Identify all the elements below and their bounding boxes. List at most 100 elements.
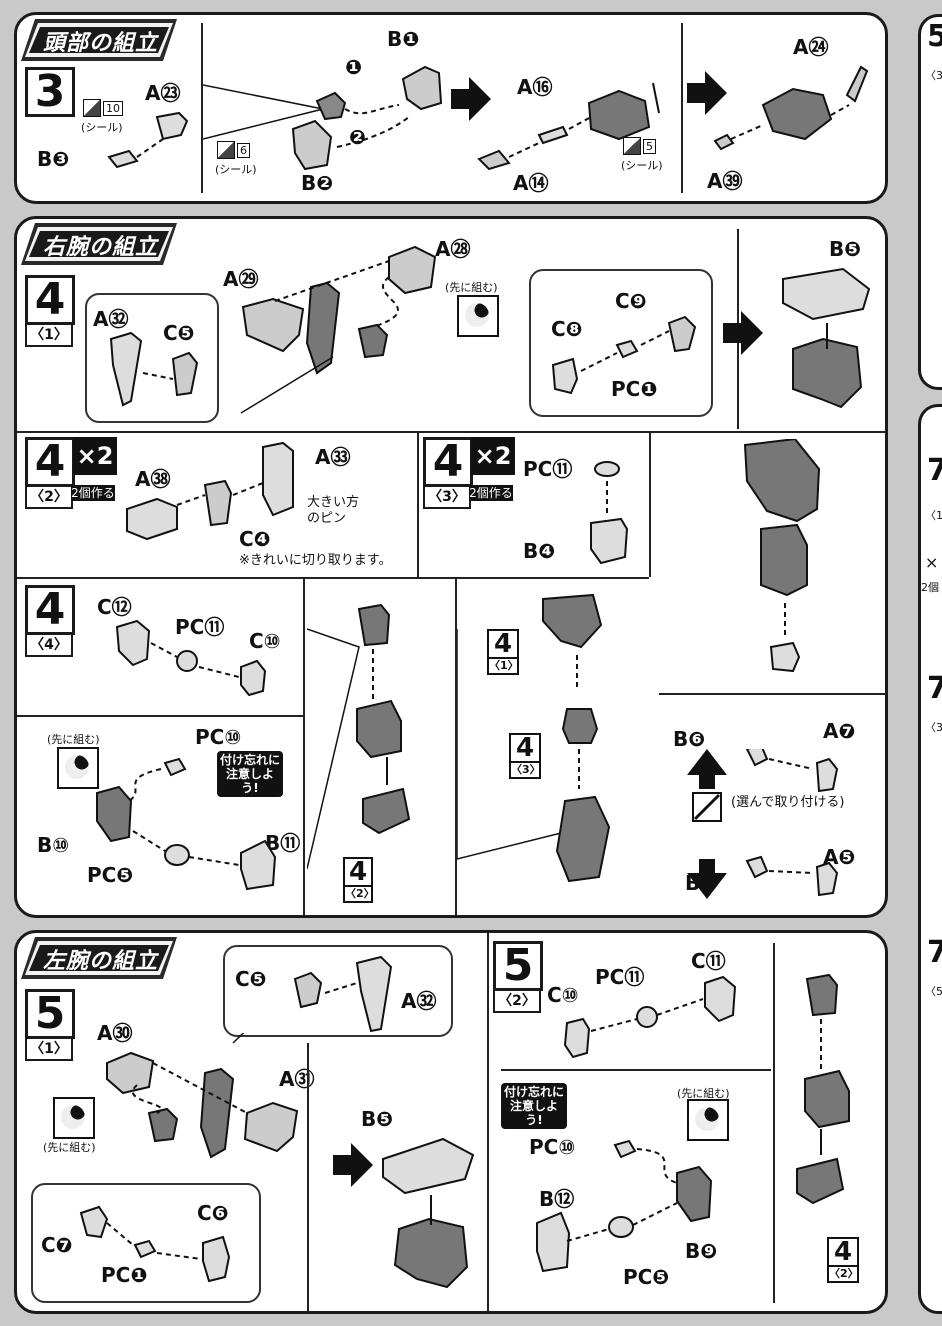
assemble-first-icon bbox=[687, 1099, 729, 1141]
right-arm-part-drawing-4 bbox=[782, 267, 871, 409]
part-label-c11: C⑪ bbox=[691, 949, 726, 973]
make-two-badge: ×2 bbox=[73, 437, 117, 475]
part-label-a23: A㉓ bbox=[145, 81, 181, 105]
callout-a32-c5 bbox=[85, 293, 219, 423]
reference-4-3: 4〈3〉 bbox=[509, 733, 541, 779]
sub-step-2: 〈2〉 bbox=[25, 485, 73, 509]
step-number-5-1: 5 bbox=[25, 989, 75, 1039]
sticker-number: 6 bbox=[237, 142, 250, 158]
part-label-c10: C⑩ bbox=[547, 983, 579, 1007]
part-label-c5: C❺ bbox=[235, 967, 267, 991]
left-arm-part-drawing-3 bbox=[79, 1205, 231, 1283]
part-label-pc1: PC❶ bbox=[611, 377, 658, 401]
part-label-pc5: PC❺ bbox=[87, 863, 134, 887]
part-label-b4: B❹ bbox=[523, 539, 556, 563]
right-arm-assembly-panel: 右腕の組立 4 〈1〉 A㉜ C❺ A㉙ A㉘ (先に組む) C❾ C❽ PC❶… bbox=[14, 216, 888, 918]
divider bbox=[17, 577, 649, 579]
reference-step: 4 bbox=[511, 735, 539, 763]
left-arm-part-drawing-5 bbox=[563, 975, 737, 1059]
head-assembly-panel: 頭部の組立 3 10 (シール) A㉓ B❸ B❶ ❶ ❷ B❷ 6 (シール)… bbox=[14, 12, 888, 204]
left-arm-title: 左腕の組立 bbox=[43, 949, 159, 974]
step-number-4-3: 4 bbox=[423, 437, 473, 487]
part-label-a39: A㊴ bbox=[707, 169, 743, 193]
part-label-a24: A㉔ bbox=[793, 35, 829, 59]
right-arm-title: 右腕の組立 bbox=[43, 235, 159, 260]
part-label-c9: C❾ bbox=[615, 289, 647, 313]
cut-make-two: 2個 bbox=[921, 581, 939, 594]
cut-step-number: 5 bbox=[927, 19, 942, 54]
part-label-a29: A㉙ bbox=[223, 267, 259, 291]
right-arm-part-drawing-6 bbox=[590, 461, 629, 565]
assembly-order-1: ❶ bbox=[345, 55, 362, 79]
next-page-strip-top: 5 〈3 bbox=[918, 14, 942, 390]
part-label-a16: A⑯ bbox=[517, 75, 553, 99]
divider bbox=[17, 431, 885, 433]
assemble-first-note: (先に組む) bbox=[677, 1087, 730, 1100]
part-label-pc10: PC⑩ bbox=[529, 1135, 576, 1159]
cut-sub-step: 〈3 bbox=[925, 69, 942, 82]
divider bbox=[303, 577, 305, 915]
part-label-b5: B❺ bbox=[361, 1107, 394, 1131]
part-label-c7: C❼ bbox=[41, 1233, 73, 1257]
part-label-a30: A㉚ bbox=[97, 1021, 133, 1045]
right-arm-part-drawing-10 bbox=[307, 603, 411, 870]
part-label-b5: B❺ bbox=[829, 237, 862, 261]
part-label-a32: A㉜ bbox=[401, 989, 437, 1013]
part-label-b3: B❸ bbox=[37, 147, 70, 171]
assemble-first-icon bbox=[53, 1097, 95, 1139]
divider bbox=[487, 933, 489, 1311]
reference-step: 4 bbox=[829, 1239, 857, 1267]
next-step-arrow bbox=[451, 77, 491, 121]
part-label-a38: A㊳ bbox=[135, 467, 171, 491]
sub-step-3: 〈3〉 bbox=[423, 485, 471, 509]
part-label-a14: A⑭ bbox=[513, 171, 549, 195]
part-label-a32: A㉜ bbox=[93, 307, 129, 331]
divider bbox=[17, 715, 303, 717]
part-label-pc11: PC⑪ bbox=[595, 965, 645, 989]
step-number-4-2: 4 bbox=[25, 437, 75, 487]
step-number-5-2: 5 bbox=[493, 941, 543, 991]
divider bbox=[417, 431, 419, 577]
sub-step-2: 〈2〉 bbox=[493, 989, 541, 1013]
divider bbox=[681, 23, 683, 193]
right-arm-title-banner: 右腕の組立 bbox=[21, 223, 177, 265]
left-arm-part-drawing-1 bbox=[293, 955, 393, 1033]
right-arm-part-drawing-9 bbox=[96, 757, 277, 891]
sticker-label: (シール) bbox=[215, 163, 257, 176]
choose-option-icon bbox=[687, 749, 839, 899]
make-two-badge: ×2 bbox=[471, 437, 515, 475]
part-label-c12: C⑫ bbox=[97, 595, 132, 619]
make-two-caption: 2個作る bbox=[469, 485, 513, 501]
step-number-3: 3 bbox=[25, 67, 75, 117]
big-pin-note-2: のピン bbox=[307, 511, 347, 526]
step-number-4-4: 4 bbox=[25, 585, 75, 635]
part-label-pc10: PC⑩ bbox=[195, 725, 242, 749]
left-arm-title-banner: 左腕の組立 bbox=[21, 937, 177, 979]
reference-step: 4 bbox=[489, 631, 517, 659]
callout-c5-a32 bbox=[223, 945, 453, 1037]
reference-sub-step: 〈2〉 bbox=[345, 887, 375, 900]
sticker-icon bbox=[83, 99, 101, 117]
sticker-number: 5 bbox=[643, 138, 656, 154]
dont-forget-warning: 付け忘れに注意しよう! bbox=[217, 751, 283, 797]
sub-step-1: 〈1〉 bbox=[25, 323, 73, 347]
head-part-drawing-1 bbox=[107, 111, 189, 169]
reference-step: 4 bbox=[345, 859, 371, 887]
sticker-number: 10 bbox=[103, 100, 123, 116]
dont-forget-warning: 付け忘れに注意しよう! bbox=[501, 1083, 567, 1129]
divider bbox=[501, 1069, 771, 1071]
left-arm-part-drawing-4 bbox=[382, 1137, 475, 1289]
next-step-arrow bbox=[333, 1143, 373, 1187]
head-part-drawing-2 bbox=[203, 65, 443, 171]
cut-times-badge: × bbox=[925, 553, 939, 572]
assembly-order-2: ❷ bbox=[349, 125, 366, 149]
assemble-first-note: (先に組む) bbox=[47, 733, 100, 746]
sticker-icon bbox=[217, 141, 235, 159]
part-label-b9: B❾ bbox=[685, 1239, 718, 1263]
right-arm-part-drawing-11 bbox=[457, 593, 611, 883]
right-arm-part-drawing-1 bbox=[109, 331, 199, 407]
cut-sub-step: 〈5 bbox=[925, 985, 942, 998]
right-arm-part-drawing-7 bbox=[743, 439, 821, 673]
cut-step-number: 7 bbox=[927, 935, 942, 970]
part-label-b12: B⑫ bbox=[539, 1187, 575, 1211]
